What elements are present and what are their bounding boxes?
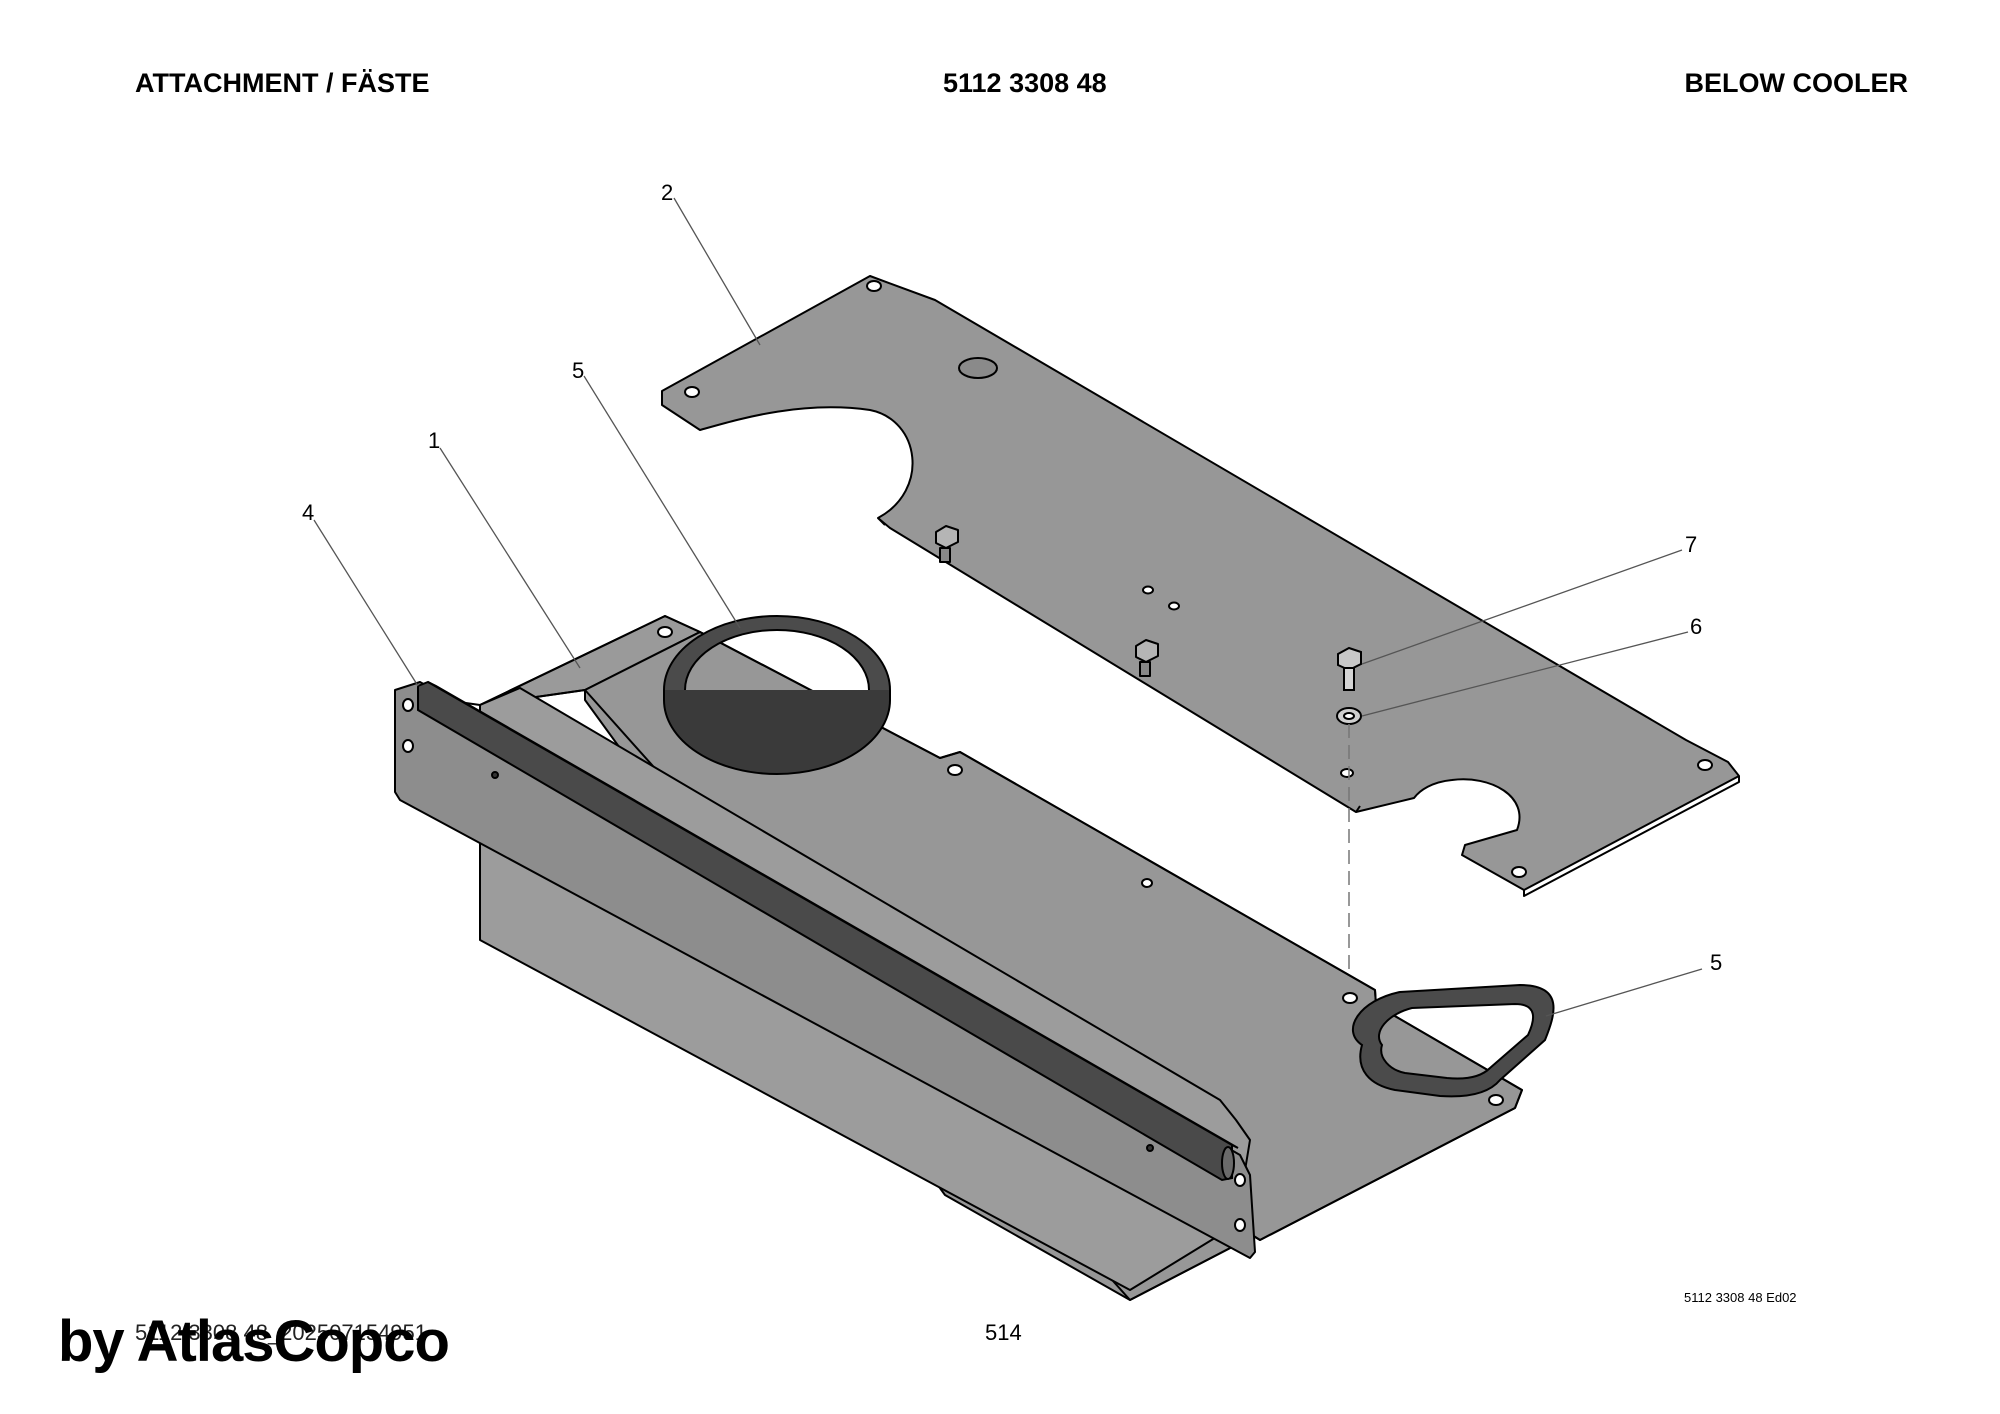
washer-item-6-hole [1343, 712, 1355, 720]
round-gasket-item-5 [662, 615, 892, 775]
page-number: 514 [985, 1320, 1022, 1345]
leader-line-5a [583, 375, 741, 629]
side-wall-hole [1234, 1173, 1246, 1187]
lower-tray-hole [1141, 878, 1153, 888]
upper-plate-hole [684, 386, 700, 398]
upper-plate-bolt [1135, 639, 1159, 677]
lower-tray-hole [1342, 992, 1358, 1004]
leader-line-1 [439, 447, 581, 669]
leader-lines [313, 197, 1703, 1017]
header-right-title: BELOW COOLER [1684, 68, 1909, 98]
leader-line-5b [1545, 968, 1703, 1017]
lower-tray-hole [947, 764, 963, 776]
edge-seal-item-4 [417, 680, 1239, 1182]
side-wall-hole [402, 739, 414, 753]
upper-plate-hole [1142, 585, 1154, 595]
leader-line-7 [1361, 549, 1683, 665]
lower-tray-hole [1488, 1094, 1504, 1106]
lower-tray-hole [657, 626, 673, 638]
leader-line-2 [673, 197, 761, 346]
header-left-title: ATTACHMENT / FÄSTE [135, 68, 430, 98]
callout-4: 4 [302, 500, 314, 525]
callout-2: 2 [661, 180, 673, 205]
hardware [1336, 646, 1362, 1000]
header-part-number: 5112 3308 48 [943, 68, 1107, 98]
drawing-reference: 5112 3308 48 Ed02 [1684, 1290, 1797, 1305]
upper-plate-edge [661, 396, 1740, 897]
upper-plate-hole [866, 280, 882, 292]
callout-1: 1 [428, 428, 440, 453]
oval-gasket-item-5 [1351, 983, 1555, 1098]
upper-plate [661, 275, 1740, 897]
bolt-item-7 [1337, 646, 1362, 691]
brand-watermark: by AtlasCopco [58, 1309, 450, 1374]
upper-plate-hole [1168, 601, 1180, 611]
leader-line-6 [1361, 631, 1689, 717]
side-wall-hole [491, 771, 499, 779]
side-wall-hole [1234, 1218, 1246, 1232]
footer-doc-id: 5112 3308 48_202507154951 [135, 1320, 428, 1345]
callout-5: 5 [572, 358, 584, 383]
side-wall-hole [402, 698, 414, 712]
callout-6: 6 [1690, 614, 1702, 639]
upper-plate-hole [1340, 768, 1354, 778]
callout-5: 5 [1710, 950, 1722, 975]
leader-line-4 [313, 519, 419, 687]
lower-tray [394, 615, 1523, 1301]
upper-plate-hole [1697, 759, 1713, 771]
side-wall-hole [1146, 1144, 1154, 1152]
upper-plate-large-hole [958, 357, 998, 379]
upper-plate-hole [1511, 866, 1527, 878]
upper-plate-bolt [935, 525, 959, 563]
callout-7: 7 [1685, 532, 1697, 557]
